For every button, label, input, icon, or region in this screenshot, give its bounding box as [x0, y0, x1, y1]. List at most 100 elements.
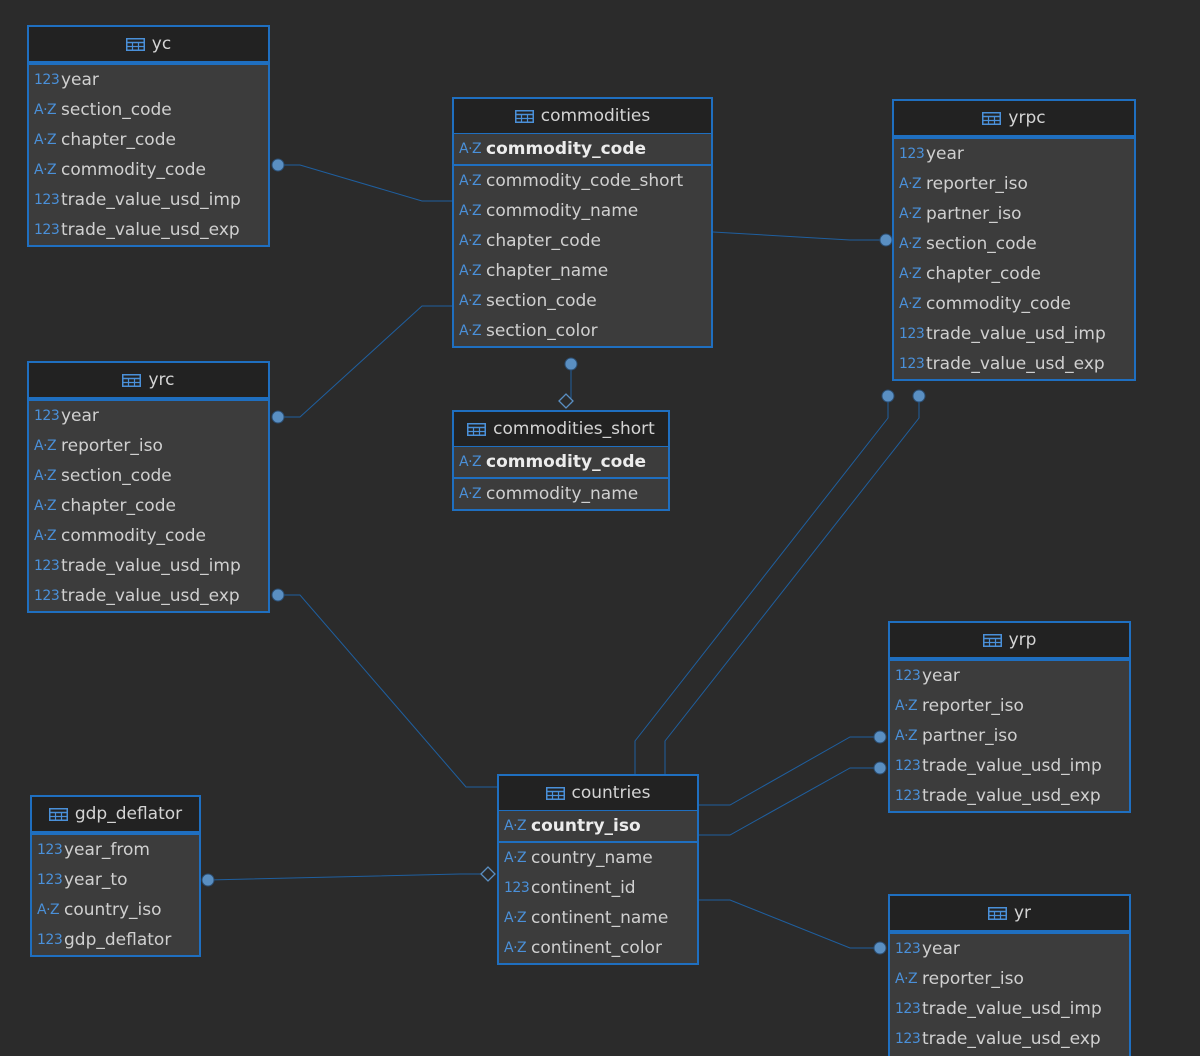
column-name: commodity_name — [486, 484, 639, 504]
entity-header-commodities-short[interactable]: commodities_short — [454, 412, 668, 447]
many-endpoint-dot — [873, 941, 887, 955]
numeric-type-icon: 123 — [895, 1001, 921, 1017]
connector-line[interactable] — [278, 164, 452, 202]
column-name: section_code — [61, 100, 172, 120]
rel-yrpc-countries-reporter[interactable] — [634, 389, 895, 774]
connector-line[interactable] — [207, 873, 482, 881]
entity-header-countries[interactable]: countries — [499, 776, 697, 811]
rel-yrp-countries-reporter[interactable] — [699, 730, 887, 806]
entity-title: commodities_short — [493, 419, 655, 439]
connector-line[interactable] — [634, 396, 889, 774]
rel-yrpc-countries-partner[interactable] — [664, 389, 926, 774]
connector-line[interactable] — [278, 594, 497, 788]
rel-yrp-countries-partner[interactable] — [699, 761, 887, 836]
entity-header-yc[interactable]: yc — [29, 27, 268, 62]
rel-commodities-yrpc[interactable] — [712, 231, 893, 247]
column-name: trade_value_usd_exp — [61, 220, 240, 240]
connector-line[interactable] — [278, 305, 452, 418]
table-icon — [467, 422, 487, 436]
connector-line[interactable] — [664, 396, 920, 774]
many-endpoint-dot — [271, 410, 285, 424]
rel-yrc-countries[interactable] — [271, 588, 497, 788]
column-name: reporter_iso — [922, 969, 1024, 989]
entity-header-yrc[interactable]: yrc — [29, 363, 268, 398]
connector-line[interactable] — [699, 899, 880, 949]
rel-yc-commodities[interactable] — [271, 158, 452, 202]
entity-header-yr[interactable]: yr — [890, 896, 1129, 931]
entity-header-yrp[interactable]: yrp — [890, 623, 1129, 658]
connector-line[interactable] — [712, 231, 886, 241]
rel-yrc-commodities[interactable] — [271, 305, 452, 424]
connector-line[interactable] — [699, 767, 880, 836]
rel-gdp-deflator-countries[interactable] — [201, 866, 496, 887]
connector-line[interactable] — [699, 736, 880, 806]
entity-header-yrpc[interactable]: yrpc — [894, 101, 1134, 136]
entity-header-commodities[interactable]: commodities — [454, 99, 711, 134]
column-name: chapter_code — [486, 231, 601, 251]
column-name: chapter_code — [61, 496, 176, 516]
rel-countries-yr[interactable] — [699, 899, 887, 955]
rel-commodities-short[interactable] — [558, 357, 578, 409]
entity-header-gdp-deflator[interactable]: gdp_deflator — [32, 797, 199, 832]
